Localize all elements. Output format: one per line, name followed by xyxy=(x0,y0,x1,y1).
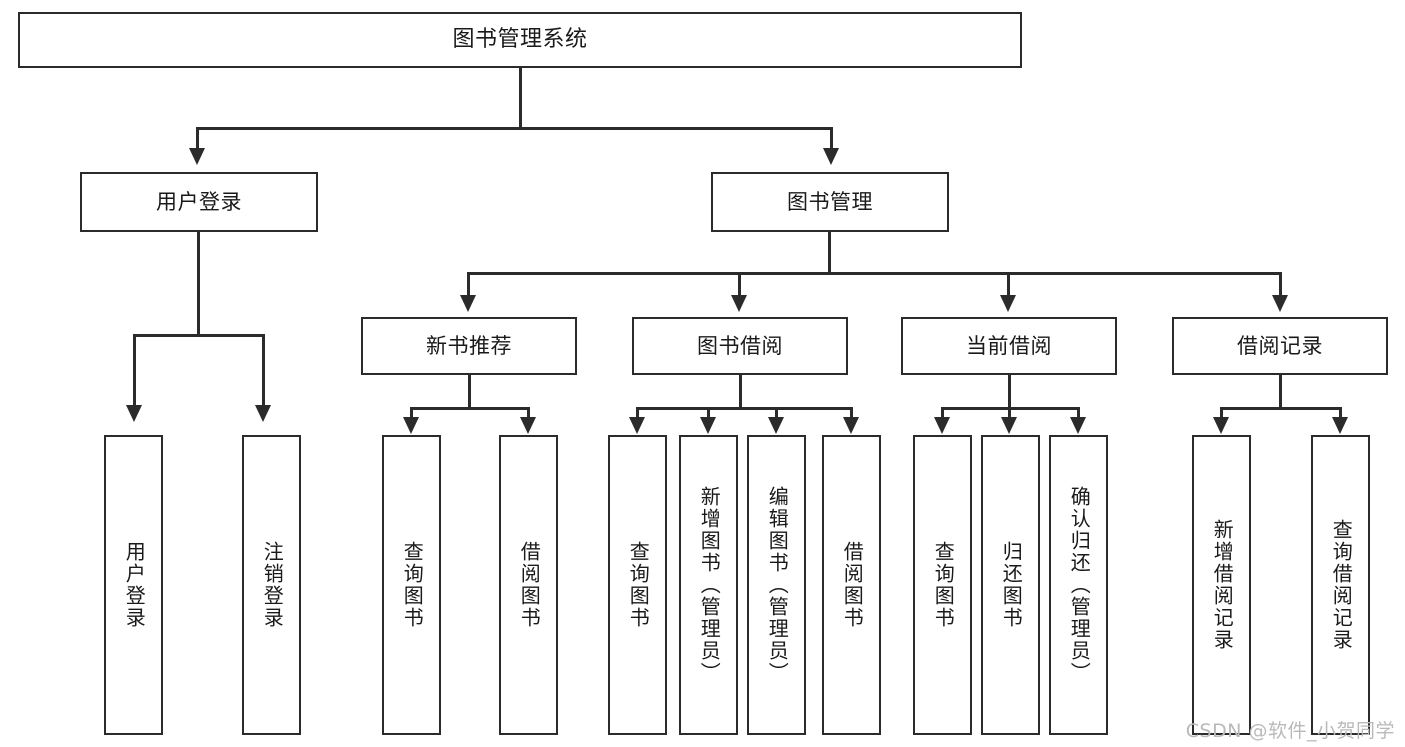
arrowhead-down-icon xyxy=(1272,295,1288,312)
arrowhead-down-icon xyxy=(1332,417,1348,434)
edge-borrowrecord-bar xyxy=(1220,407,1342,410)
leaf-current-return-book[interactable]: 归还图书 xyxy=(981,435,1040,735)
arrowhead-down-icon xyxy=(1070,417,1086,434)
node-label: 查询借阅记录 xyxy=(1329,519,1354,651)
edge-borrowrecord-drop-1 xyxy=(1220,407,1223,419)
node-label: 当前借阅 xyxy=(966,333,1052,358)
arrowhead-down-icon xyxy=(1000,295,1016,312)
edge-bookborrow-bar xyxy=(636,407,853,410)
arrowhead-down-icon xyxy=(843,417,859,434)
edge-newbook-drop-2 xyxy=(527,407,530,419)
edge-level2-drop-book xyxy=(830,127,833,149)
node-label: 查询图书 xyxy=(400,541,425,629)
arrowhead-down-icon xyxy=(700,417,716,434)
node-current-borrow[interactable]: 当前借阅 xyxy=(901,317,1117,375)
arrowhead-down-icon xyxy=(1001,417,1017,434)
leaf-user-login[interactable]: 用户登录 xyxy=(104,435,163,735)
edge-newbook-stem xyxy=(468,375,471,409)
edge-currentborrow-drop-3 xyxy=(1077,407,1080,419)
edge-user-login-drop-2 xyxy=(262,334,265,406)
node-label: 注销登录 xyxy=(260,541,285,629)
leaf-newbook-query-book[interactable]: 查询图书 xyxy=(382,435,441,735)
leaf-borrow-add-book-admin[interactable]: 新增图书（管理员） xyxy=(679,435,738,735)
arrowhead-down-icon xyxy=(403,417,419,434)
edge-level3-drop-2 xyxy=(738,272,741,296)
node-label: 借阅记录 xyxy=(1237,333,1323,358)
node-label: 新增借阅记录 xyxy=(1210,519,1235,651)
arrowhead-down-icon xyxy=(731,295,747,312)
node-label: 查询图书 xyxy=(626,541,651,629)
edge-newbook-drop-1 xyxy=(410,407,413,419)
node-label: 确认归还（管理员） xyxy=(1067,486,1092,684)
leaf-current-confirm-return-admin[interactable]: 确认归还（管理员） xyxy=(1049,435,1108,735)
node-label: 借阅图书 xyxy=(517,541,542,629)
edge-level3-drop-1 xyxy=(467,272,470,296)
leaf-record-query-record[interactable]: 查询借阅记录 xyxy=(1311,435,1370,735)
edge-level3-bar xyxy=(467,272,1282,275)
node-new-book-recommend[interactable]: 新书推荐 xyxy=(361,317,577,375)
node-book-borrow[interactable]: 图书借阅 xyxy=(632,317,848,375)
edge-root-stem xyxy=(519,68,522,128)
node-label: 用户登录 xyxy=(122,541,147,629)
arrowhead-down-icon xyxy=(189,148,205,165)
edge-currentborrow-drop-1 xyxy=(941,407,944,419)
edge-currentborrow-stem xyxy=(1008,375,1011,409)
edge-bookborrow-stem xyxy=(739,375,742,409)
node-label: 归还图书 xyxy=(999,541,1024,629)
node-borrow-record[interactable]: 借阅记录 xyxy=(1172,317,1388,375)
node-book-management[interactable]: 图书管理 xyxy=(711,172,949,232)
edge-user-login-drop-1 xyxy=(133,334,136,406)
arrowhead-down-icon xyxy=(768,417,784,434)
node-label: 新书推荐 xyxy=(426,333,512,358)
arrowhead-down-icon xyxy=(823,148,839,165)
edge-level3-drop-3 xyxy=(1007,272,1010,296)
edge-user-login-bar xyxy=(133,334,265,337)
arrowhead-down-icon xyxy=(629,417,645,434)
edge-bookborrow-drop-3 xyxy=(775,407,778,419)
node-label: 查询图书 xyxy=(931,541,956,629)
edge-bookborrow-drop-1 xyxy=(636,407,639,419)
arrowhead-down-icon xyxy=(520,417,536,434)
node-label: 新增图书（管理员） xyxy=(697,486,722,684)
arrowhead-down-icon xyxy=(460,295,476,312)
leaf-logout[interactable]: 注销登录 xyxy=(242,435,301,735)
leaf-borrow-borrow-book[interactable]: 借阅图书 xyxy=(822,435,881,735)
edge-book-mgmt-stem xyxy=(828,232,831,274)
edge-bookborrow-drop-2 xyxy=(707,407,710,419)
node-root-system[interactable]: 图书管理系统 xyxy=(18,12,1022,68)
edge-level3-drop-4 xyxy=(1279,272,1282,296)
leaf-borrow-query-book[interactable]: 查询图书 xyxy=(608,435,667,735)
leaf-newbook-borrow-book[interactable]: 借阅图书 xyxy=(499,435,558,735)
arrowhead-down-icon xyxy=(255,405,271,422)
arrowhead-down-icon xyxy=(934,417,950,434)
edge-currentborrow-drop-2 xyxy=(1008,407,1011,419)
leaf-current-query-book[interactable]: 查询图书 xyxy=(913,435,972,735)
node-user-login[interactable]: 用户登录 xyxy=(80,172,318,232)
edge-newbook-bar xyxy=(410,407,530,410)
edge-level2-drop-user xyxy=(196,127,199,149)
node-label: 图书管理系统 xyxy=(452,27,588,53)
node-label: 编辑图书（管理员） xyxy=(765,486,790,684)
edge-user-login-stem xyxy=(197,232,200,335)
arrowhead-down-icon xyxy=(1213,417,1229,434)
edge-borrowrecord-stem xyxy=(1279,375,1282,409)
node-label: 借阅图书 xyxy=(840,541,865,629)
node-label: 用户登录 xyxy=(156,189,242,214)
leaf-record-add-record[interactable]: 新增借阅记录 xyxy=(1192,435,1251,735)
edge-bookborrow-drop-4 xyxy=(850,407,853,419)
node-label: 图书管理 xyxy=(787,189,873,214)
edge-level2-bar xyxy=(196,127,833,130)
edge-borrowrecord-drop-2 xyxy=(1339,407,1342,419)
leaf-borrow-edit-book-admin[interactable]: 编辑图书（管理员） xyxy=(747,435,806,735)
node-label: 图书借阅 xyxy=(697,333,783,358)
arrowhead-down-icon xyxy=(126,405,142,422)
